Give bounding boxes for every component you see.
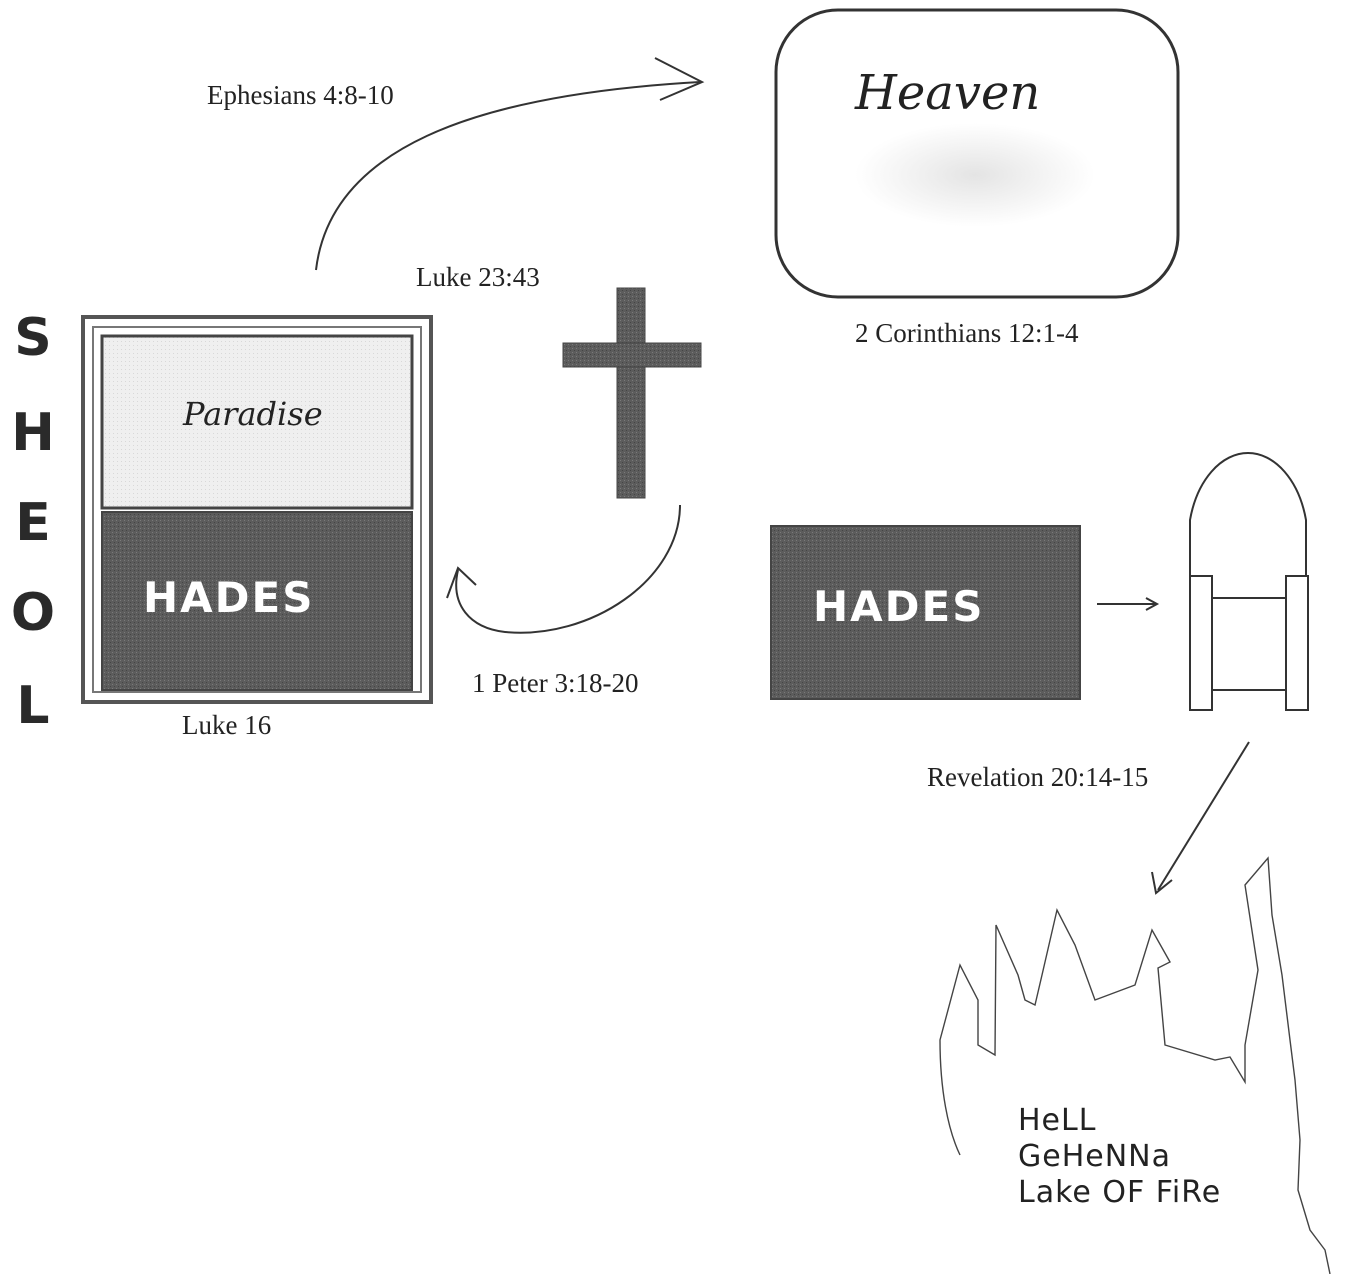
sheol-letter-e: E — [8, 497, 58, 549]
sheol-caption: Luke 16 — [182, 710, 271, 741]
cross-shape — [563, 288, 701, 498]
sheol-letter-s: S — [8, 312, 58, 364]
ref-peter: 1 Peter 3:18-20 — [472, 668, 638, 699]
hades-label-right: HADES — [813, 586, 984, 628]
tomb-shape — [1190, 453, 1308, 710]
sheol-letter-h: H — [8, 407, 58, 459]
sheol-box — [83, 317, 431, 702]
paradise-label: Paradise — [183, 395, 323, 433]
sheol-letter-o: O — [8, 587, 58, 639]
lake-of-fire-arrow — [1152, 742, 1249, 893]
hades-label-left: HADES — [143, 577, 314, 619]
sheol-letter-l: L — [8, 680, 58, 732]
hell-label: HeLL — [1018, 1105, 1096, 1137]
gehenna-label: GeHeNNa — [1018, 1141, 1171, 1173]
lake-of-fire-label: Lake OF FiRe — [1018, 1177, 1221, 1209]
ref-ephesians: Ephesians 4:8-10 — [207, 80, 394, 111]
ref-corinthians: 2 Corinthians 12:1-4 — [855, 318, 1079, 349]
heaven-label: Heaven — [855, 65, 1040, 121]
ref-revelation: Revelation 20:14-15 — [927, 762, 1148, 793]
hell-flames — [940, 858, 1330, 1274]
ref-luke-23: Luke 23:43 — [416, 262, 540, 293]
judgment-arrow — [1097, 598, 1157, 610]
descent-arrow — [447, 505, 680, 633]
heaven-box — [776, 10, 1178, 297]
